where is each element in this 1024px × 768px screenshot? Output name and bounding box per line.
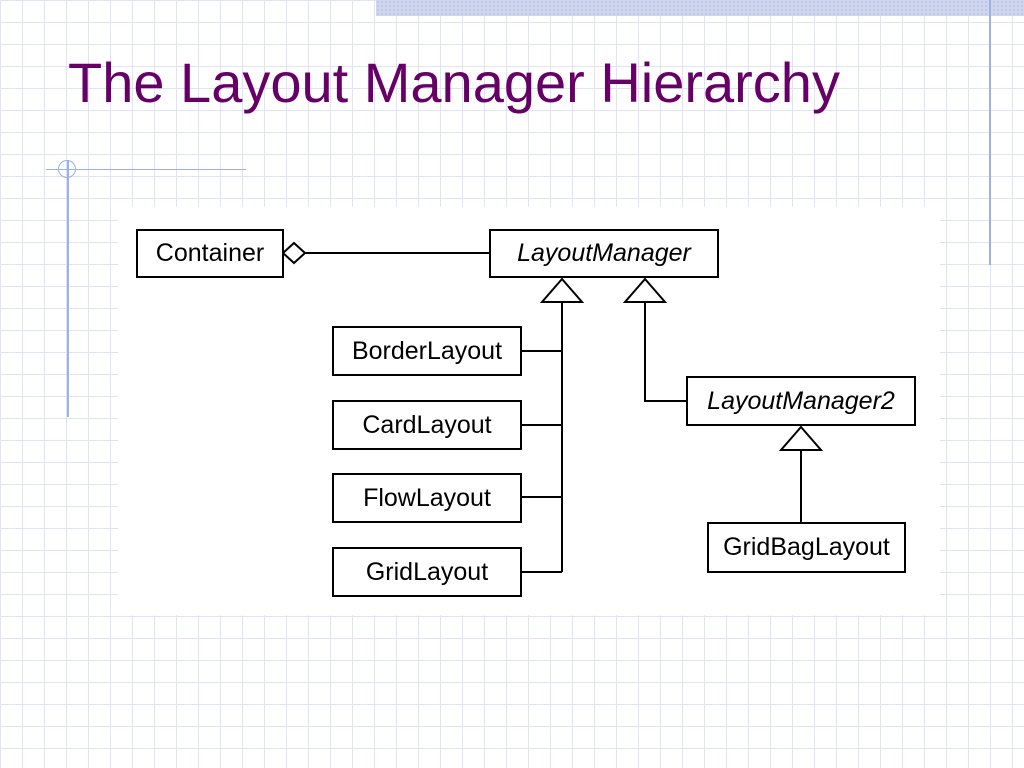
class-flowlayout: FlowLayout bbox=[332, 473, 522, 523]
horizontal-rule bbox=[46, 169, 246, 170]
left-vertical-rule bbox=[67, 160, 69, 417]
class-layoutmanager2: LayoutManager2 bbox=[686, 376, 916, 426]
inheritance-arrow-layoutmanager-2 bbox=[622, 277, 668, 303]
inheritance-arrow-layoutmanager2 bbox=[778, 425, 824, 451]
extends-line bbox=[644, 302, 687, 402]
class-container: Container bbox=[136, 229, 284, 278]
slide-title: The Layout Manager Hierarchy bbox=[68, 51, 840, 114]
class-cardlayout: CardLayout bbox=[332, 400, 522, 450]
inheritance-arrow-layoutmanager bbox=[539, 277, 585, 303]
class-gridlayout: GridLayout bbox=[332, 547, 522, 597]
class-gridbaglayout: GridBagLayout bbox=[707, 522, 906, 573]
class-borderlayout: BorderLayout bbox=[332, 326, 522, 376]
right-vertical-rule bbox=[989, 0, 991, 265]
aggregation-diamond bbox=[281, 241, 307, 265]
class-layoutmanager: LayoutManager bbox=[489, 229, 719, 278]
top-decorative-band bbox=[376, 0, 1024, 16]
bullet-circle-icon bbox=[58, 160, 76, 178]
